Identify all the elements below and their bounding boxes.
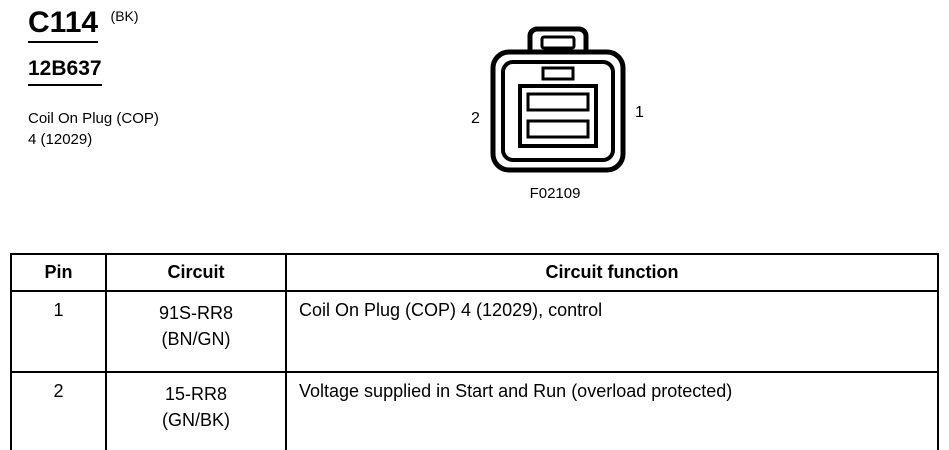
connector-color-code: (BK)	[110, 8, 139, 24]
table-row: 1 91S-RR8 (BN/GN) Coil On Plug (COP) 4 (…	[10, 290, 939, 373]
description-line-2: 4 (12029)	[28, 131, 93, 148]
header: C114 (BK) 12B637 Coil On Plug (COP) 4 (1…	[28, 6, 159, 150]
pin-cell: 2	[10, 371, 107, 450]
description-line-1: Coil On Plug (COP)	[28, 110, 159, 127]
circuit-number: 91S-RR8	[158, 303, 234, 323]
circuit-function-cell: Voltage supplied in Start and Run (overl…	[285, 371, 939, 450]
circuit-function-cell: Coil On Plug (COP) 4 (12029), control	[285, 290, 939, 373]
pin-2-label: 2	[471, 110, 480, 127]
connector-face-drawing	[490, 26, 626, 173]
table-row: 2 15-RR8 (GN/BK) Voltage supplied in Sta…	[10, 371, 939, 450]
connector-id-row: C114 (BK)	[28, 6, 159, 43]
circuit-cell: 91S-RR8 (BN/GN)	[105, 290, 287, 373]
pin-1-label: 1	[635, 104, 644, 121]
terminal-slot-top	[526, 92, 590, 112]
figure-id: F02109	[529, 185, 581, 202]
terminal-slot-bottom	[526, 119, 590, 139]
pinout-table: Pin Circuit Circuit function 1 91S-RR8 (…	[10, 253, 939, 450]
connector-top-notch	[541, 66, 575, 81]
lock-tab-latch	[540, 35, 576, 50]
part-number: 12B637	[28, 57, 102, 86]
connector-description: Coil On Plug (COP) 4 (12029)	[28, 108, 159, 150]
table-header-row: Pin Circuit Circuit function	[10, 253, 939, 292]
circuit-wire-colors: (BN/GN)	[161, 329, 231, 349]
circuit-cell: 15-RR8 (GN/BK)	[105, 371, 287, 450]
circuit-wire-colors: (GN/BK)	[161, 410, 230, 430]
connector-id: C114	[28, 6, 99, 43]
circuit-number: 15-RR8	[164, 384, 228, 404]
column-header-circuit-function: Circuit function	[285, 253, 939, 292]
column-header-pin: Pin	[10, 253, 107, 292]
pin-cell: 1	[10, 290, 107, 373]
connector-diagram: 2 1 F02109	[455, 24, 655, 202]
column-header-circuit: Circuit	[105, 253, 287, 292]
